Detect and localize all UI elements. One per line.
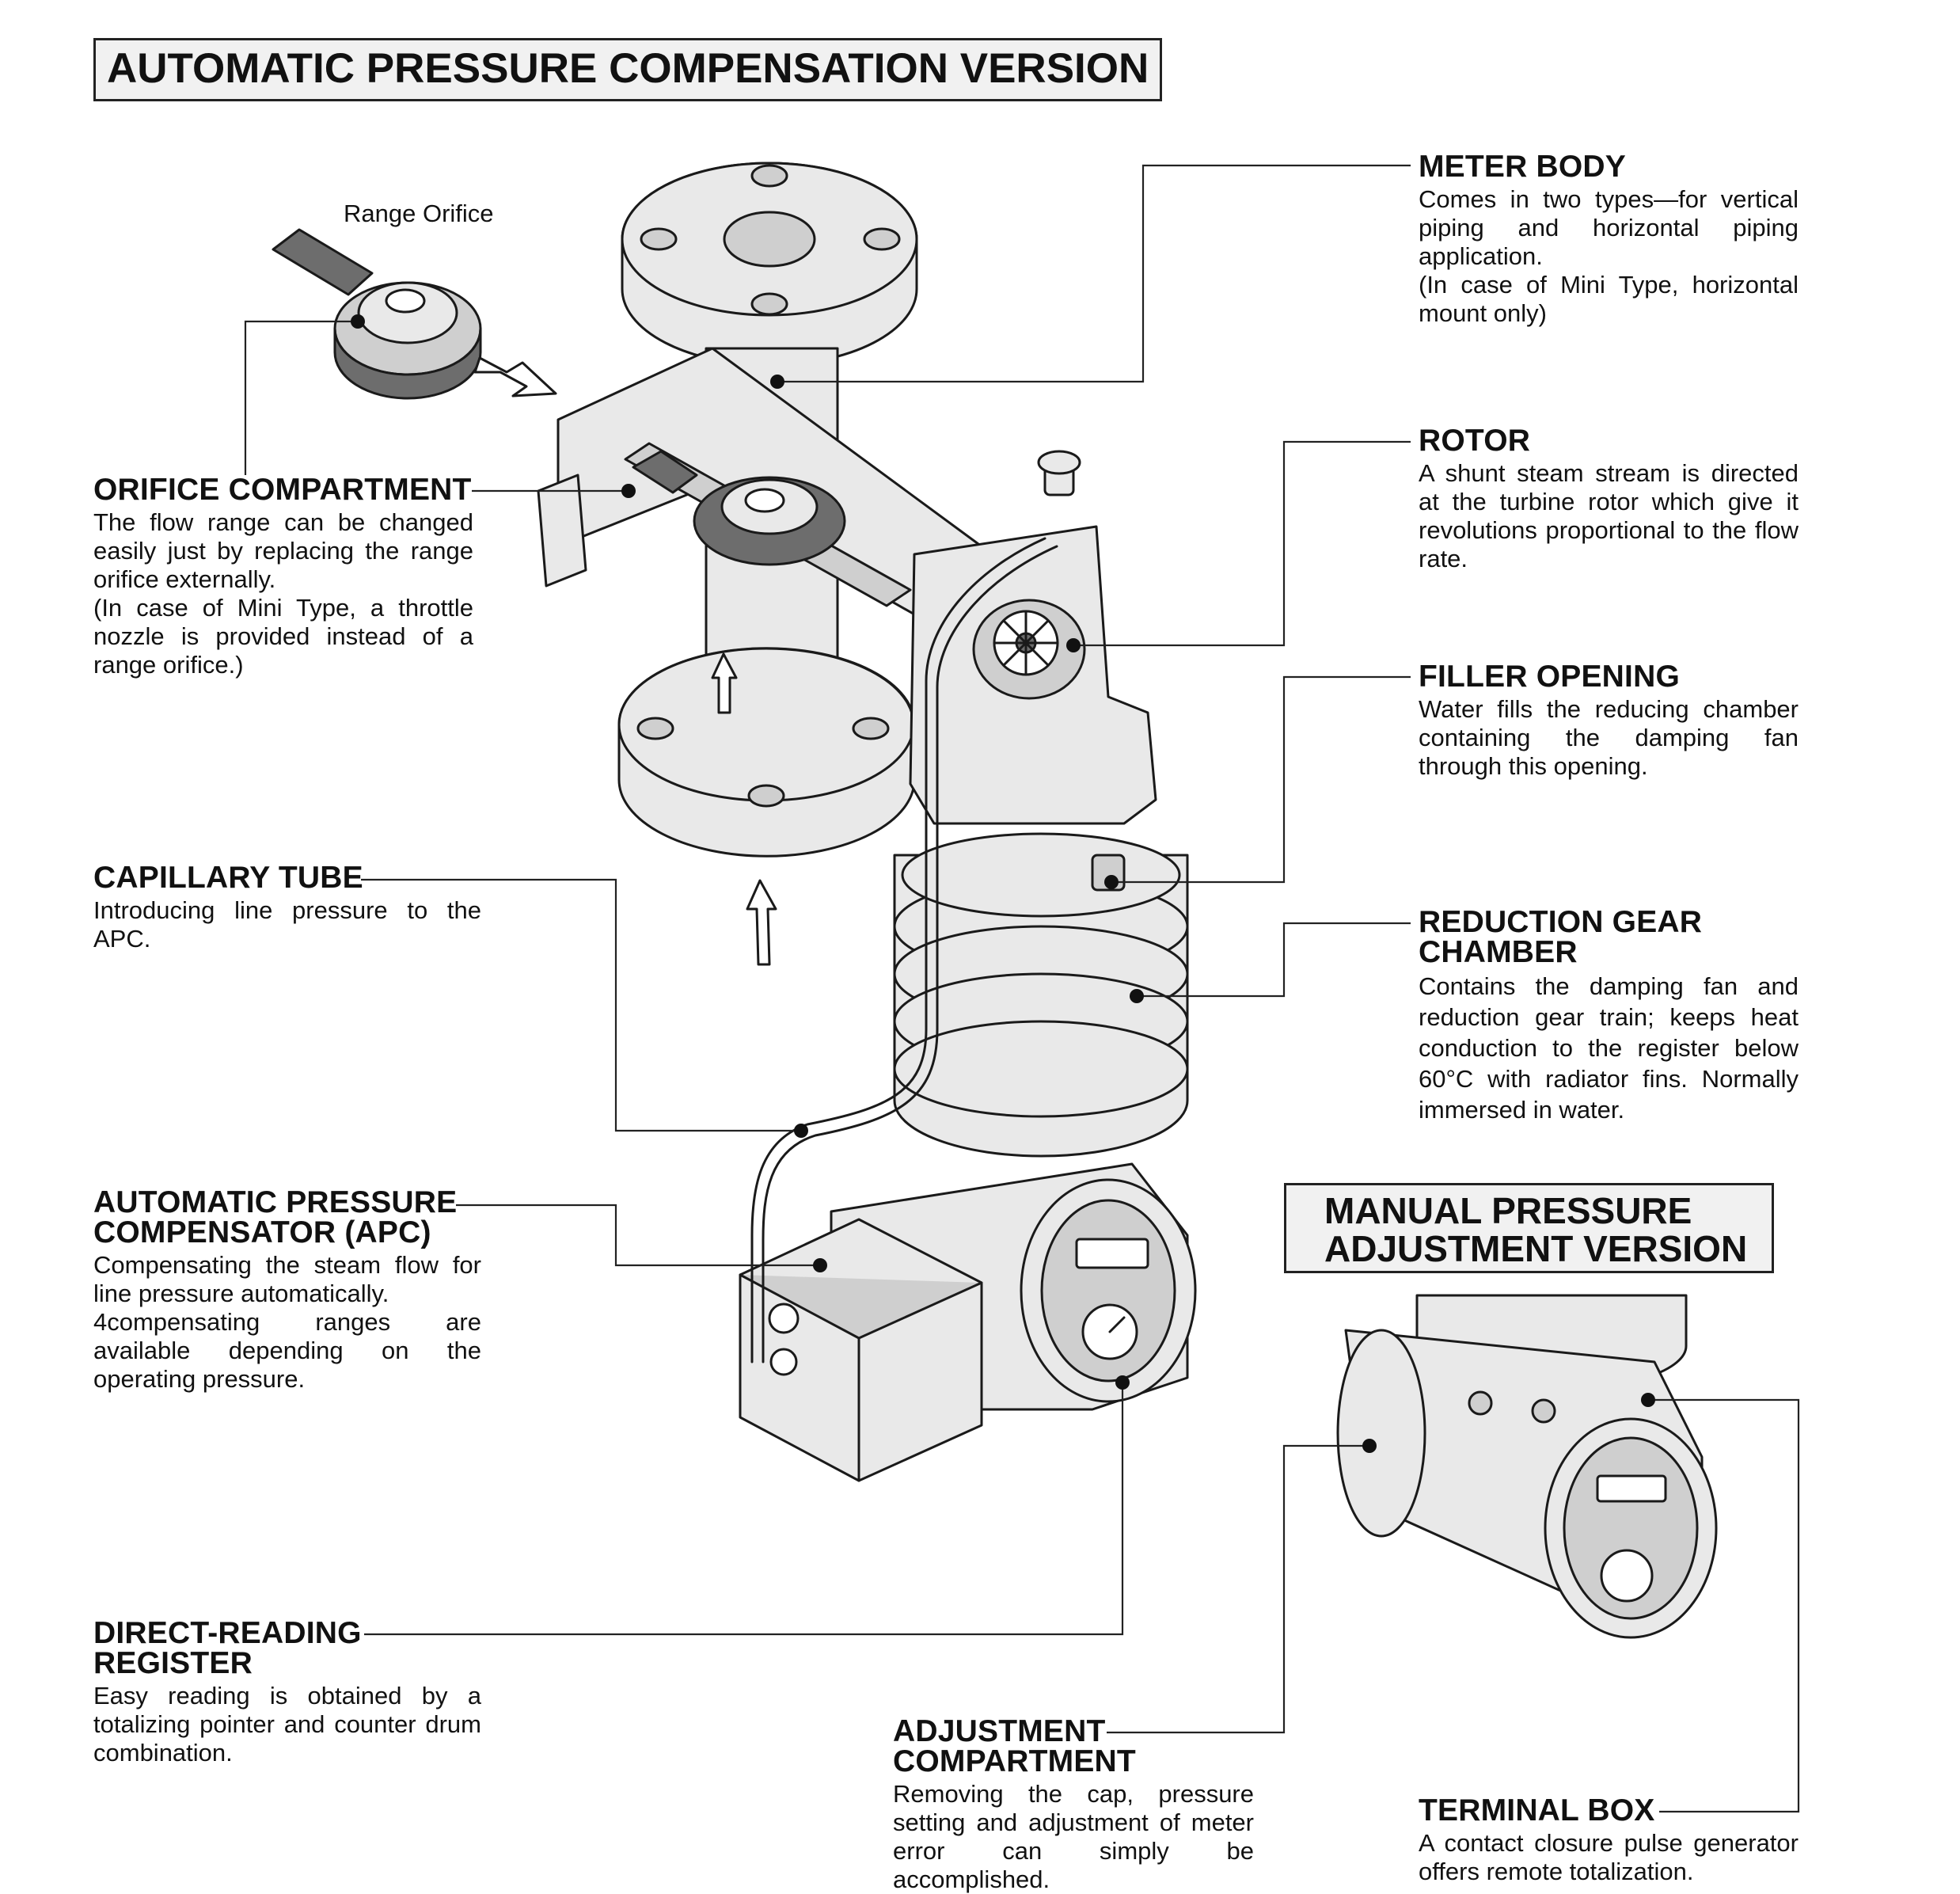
- callout-text: Easy reading is obtained by a totalizing…: [93, 1682, 481, 1767]
- top-flange: [621, 162, 918, 367]
- register-housing: [739, 1162, 1197, 1482]
- callout-apc: AUTOMATIC PRESSURE COMPENSATOR (APC) Com…: [93, 1185, 481, 1394]
- callout-heading: ADJUSTMENT COMPARTMENT: [893, 1714, 1136, 1778]
- callout-text: Introducing line pressure to the APC.: [93, 896, 481, 953]
- page-title: AUTOMATIC PRESSURE COMPENSATION VERSION: [93, 38, 1163, 101]
- callout-meter-body: METER BODY Comes in two types—for vertic…: [1419, 150, 1799, 328]
- manual-version-title: MANUAL PRESSURE ADJUSTMENT VERSION: [1284, 1183, 1774, 1273]
- callout-text: A shunt steam stream is directed at the …: [1419, 459, 1799, 572]
- range-orifice-part: [272, 228, 482, 400]
- rotor-housing: [909, 450, 1157, 825]
- callout-capillary-tube: CAPILLARY TUBE Introducing line pressure…: [93, 861, 481, 953]
- callout-heading: METER BODY: [1419, 150, 1627, 184]
- leader-lines: [244, 164, 1800, 1813]
- callout-text: Water fills the reducing chamber contain…: [1419, 695, 1799, 780]
- manual-version-illustration: [1336, 1294, 1718, 1639]
- callout-heading: DIRECT-READING REGISTER: [93, 1616, 362, 1680]
- callout-reduction-gear: REDUCTION GEAR CHAMBER Contains the damp…: [1419, 907, 1799, 1125]
- callout-heading: CAPILLARY TUBE: [93, 861, 363, 895]
- callout-heading: REDUCTION GEAR CHAMBER: [1419, 905, 1703, 969]
- callout-text: A contact closure pulse generator offers…: [1419, 1829, 1799, 1885]
- callout-orifice-compartment: ORIFICE COMPARTMENT The flow range can b…: [93, 473, 473, 679]
- callout-heading: ROTOR: [1419, 424, 1531, 458]
- range-orifice-label: Range Orifice: [344, 200, 494, 227]
- reduction-gear-chamber: [893, 832, 1189, 1158]
- bottom-flange: [617, 647, 916, 858]
- flow-arrow-icon: [711, 652, 777, 966]
- callout-rotor: ROTOR A shunt steam stream is directed a…: [1419, 424, 1799, 573]
- callout-heading: ORIFICE COMPARTMENT: [93, 473, 472, 507]
- callout-heading: FILLER OPENING: [1419, 660, 1680, 694]
- callout-text: Comes in two types—for vertical piping a…: [1419, 185, 1799, 327]
- callout-register: DIRECT-READING REGISTER Easy reading is …: [93, 1618, 481, 1767]
- capillary-tube: [750, 537, 1046, 1363]
- callout-text: Compensating the steam flow for line pre…: [93, 1251, 481, 1393]
- insert-arrow-icon: [473, 356, 557, 397]
- callout-terminal-box: TERMINAL BOX A contact closure pulse gen…: [1419, 1793, 1799, 1886]
- callout-filler-opening: FILLER OPENING Water fills the reducing …: [1419, 660, 1799, 781]
- callout-adjustment: ADJUSTMENT COMPARTMENT Removing the cap,…: [893, 1714, 1254, 1894]
- callout-text: Contains the damping fan and reduction g…: [1419, 972, 1799, 1124]
- callout-text: Removing the cap, pressure setting and a…: [893, 1780, 1254, 1893]
- callout-text: The flow range can be changed easily jus…: [93, 508, 473, 679]
- callout-heading: AUTOMATIC PRESSURE COMPENSATOR (APC): [93, 1185, 458, 1249]
- callout-heading: TERMINAL BOX: [1419, 1793, 1655, 1827]
